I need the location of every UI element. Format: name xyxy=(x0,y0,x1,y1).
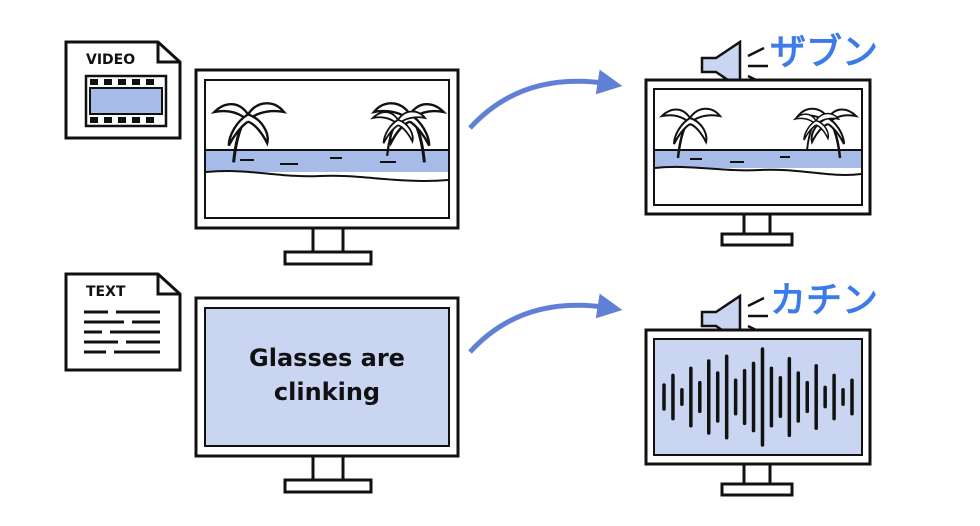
waveform xyxy=(662,347,854,447)
video-arrow xyxy=(468,69,623,130)
output-video-monitor xyxy=(644,78,872,247)
beach-palm-scene xyxy=(205,101,449,182)
film-strip-icon xyxy=(84,74,168,128)
input-text-monitor: Glasses are clinking xyxy=(194,296,460,494)
input-video-monitor xyxy=(194,68,460,266)
video-file-label: VIDEO xyxy=(86,52,135,68)
sound-word-kachin: カチン xyxy=(770,280,878,321)
sound-word-zabun: ザブン xyxy=(770,31,878,73)
text-arrow xyxy=(468,293,623,354)
text-row: TEXT Glasses are clinking カチン xyxy=(64,272,878,497)
input-text-line-1: Glasses are xyxy=(249,344,405,372)
text-lines-icon xyxy=(84,310,160,354)
text-file-label: TEXT xyxy=(86,284,126,300)
output-audio-monitor xyxy=(644,328,872,497)
input-text-line-2: clinking xyxy=(274,378,380,406)
video-file-icon: VIDEO xyxy=(64,40,182,140)
beach-palm-scene-output xyxy=(654,107,862,176)
text-file-icon: TEXT xyxy=(64,272,182,372)
video-row: VIDEO xyxy=(64,31,878,266)
